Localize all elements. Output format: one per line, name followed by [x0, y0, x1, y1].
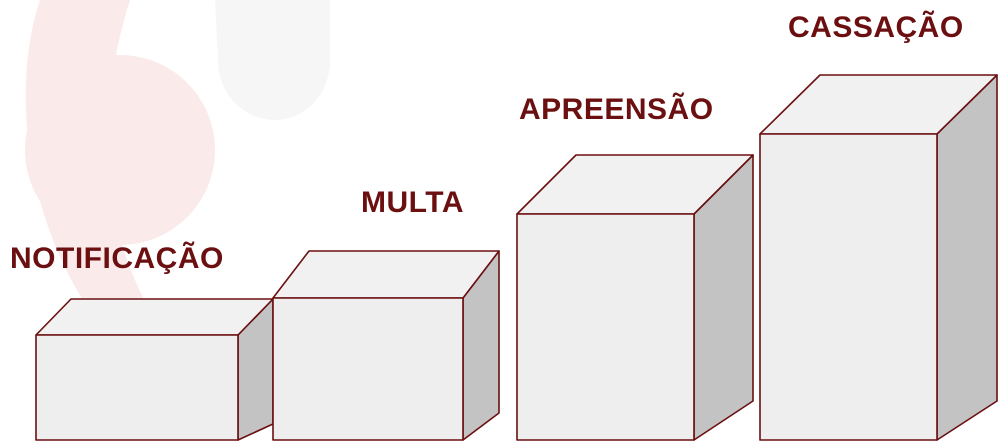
step-label-apreensao: APREENSÃO	[519, 93, 714, 126]
watermark-logo	[25, 0, 330, 420]
step-boxes	[35, 74, 998, 441]
step-label-cassacao: CASSAÇÃO	[788, 11, 964, 44]
watermark-circle	[25, 55, 215, 245]
step-box-multa	[272, 250, 500, 441]
step-label-notificacao: NOTIFICAÇÃO	[10, 242, 224, 275]
step-box-cassacao	[759, 74, 998, 441]
box-front-face	[35, 334, 239, 441]
box-top-face	[272, 250, 500, 299]
box-top-face	[35, 298, 274, 336]
box-side-face	[936, 74, 998, 441]
step-box-apreensao	[516, 154, 754, 441]
box-front-face	[759, 133, 938, 441]
box-front-face	[272, 297, 464, 441]
box-front-face	[516, 213, 695, 441]
watermark-gray-blob	[215, 0, 330, 120]
step-label-multa: MULTA	[361, 186, 465, 219]
step-box-notificacao	[35, 298, 274, 441]
